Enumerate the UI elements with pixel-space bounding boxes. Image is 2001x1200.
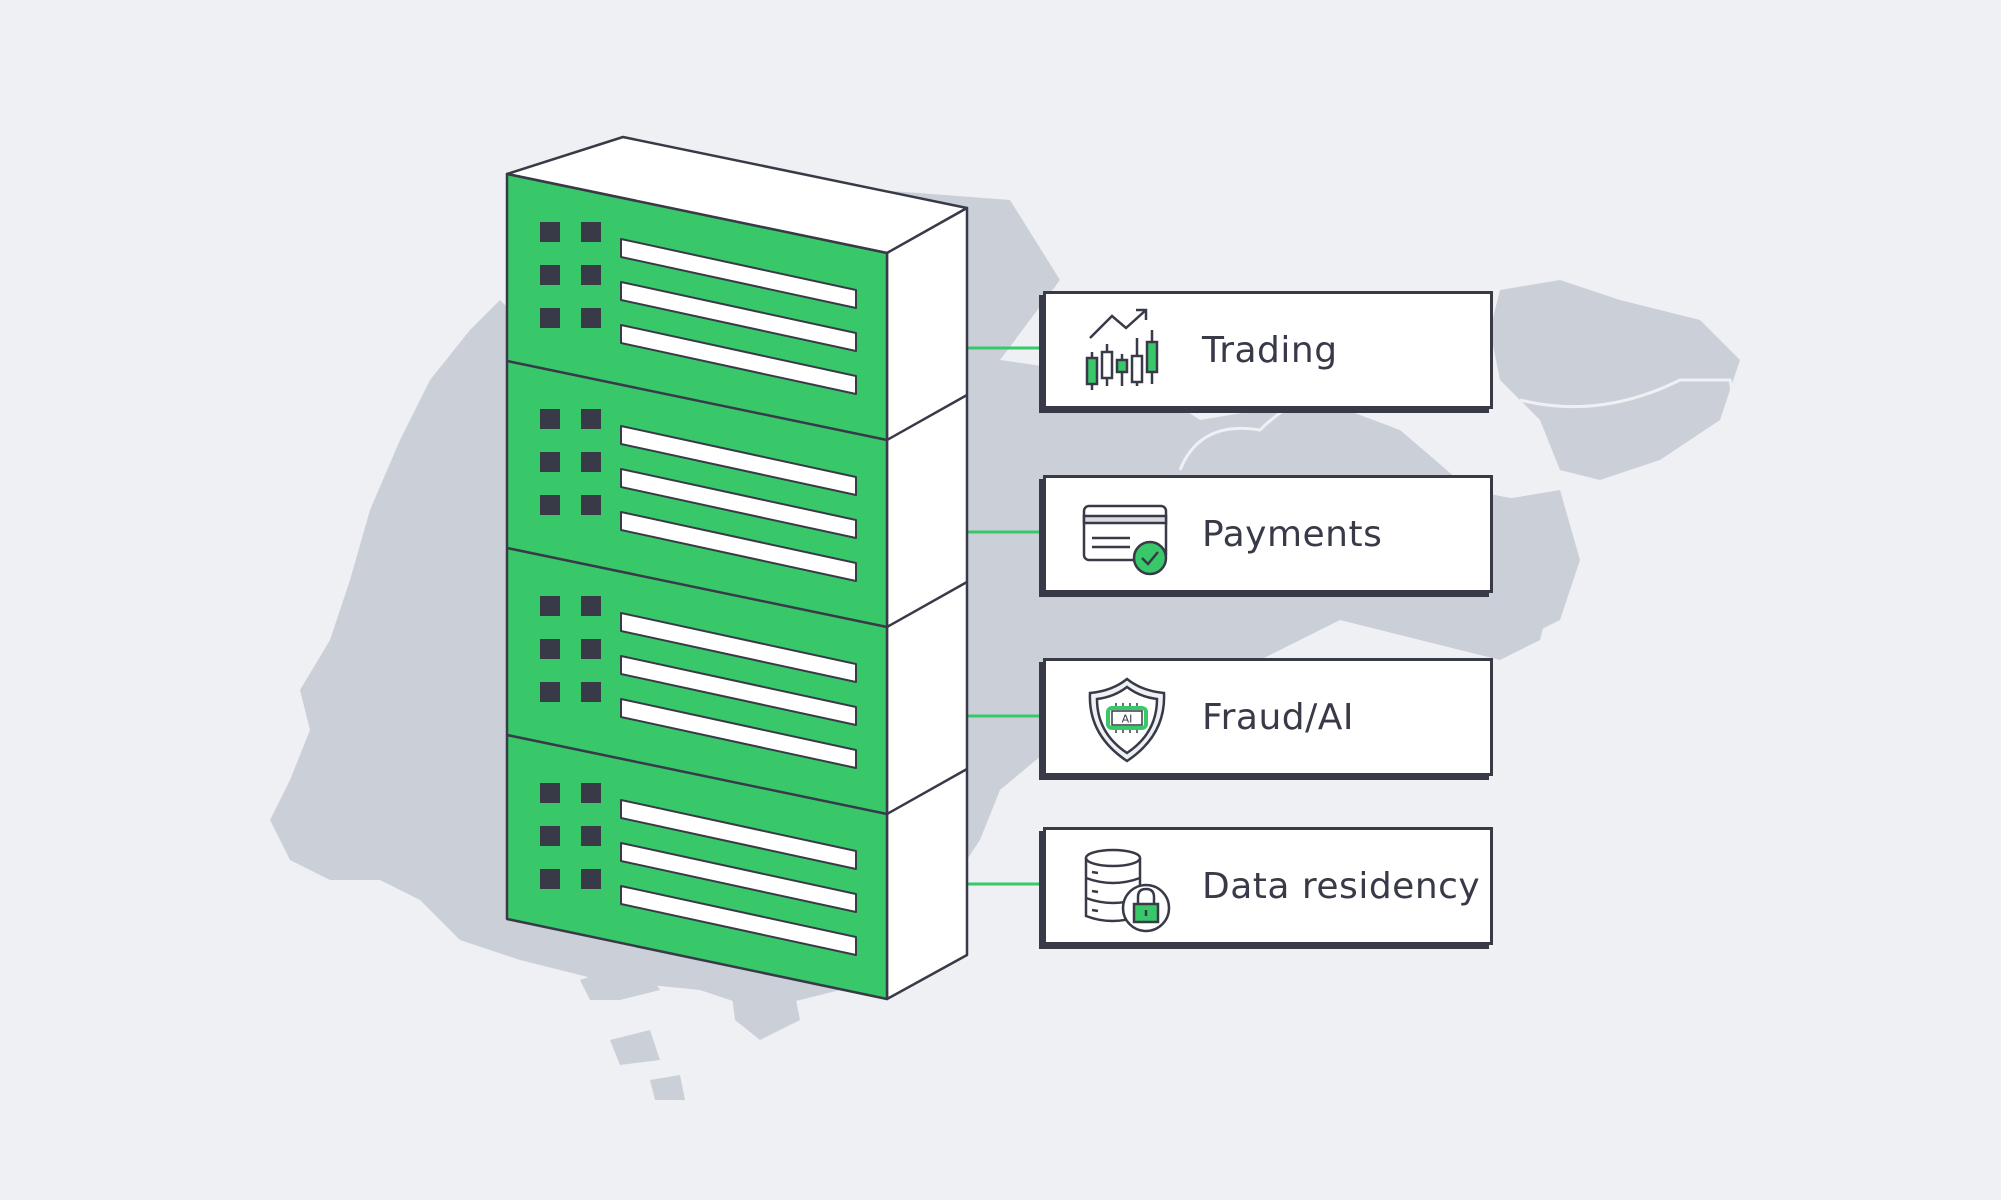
- status-light: [581, 869, 601, 889]
- status-light: [540, 452, 560, 472]
- status-light: [540, 783, 560, 803]
- status-light: [540, 495, 560, 515]
- server-unit: [540, 222, 857, 395]
- unit-divider-side: [886, 393, 968, 442]
- drive-bay: [620, 842, 857, 913]
- status-light: [581, 639, 601, 659]
- status-light: [540, 596, 560, 616]
- server-unit: [506, 546, 968, 769]
- status-light: [581, 826, 601, 846]
- unit-divider: [506, 546, 888, 629]
- status-light: [540, 265, 560, 285]
- drive-bay: [620, 238, 857, 309]
- status-light: [581, 222, 601, 242]
- status-light: [581, 783, 601, 803]
- database-lock-icon: [1084, 848, 1171, 933]
- status-light: [540, 409, 560, 429]
- drive-bay: [620, 511, 857, 582]
- service-card-trading: Trading: [1043, 291, 1493, 409]
- status-light: [540, 682, 560, 702]
- service-label: Fraud/AI: [1202, 696, 1354, 738]
- drive-bay: [620, 468, 857, 539]
- status-light: [540, 222, 560, 242]
- drive-bay: [620, 799, 857, 870]
- status-light: [540, 639, 560, 659]
- drive-bay: [620, 655, 857, 726]
- unit-divider-side: [886, 580, 968, 629]
- unit-divider: [506, 733, 888, 816]
- drive-bay: [620, 281, 857, 352]
- status-light: [581, 409, 601, 429]
- status-light: [581, 265, 601, 285]
- credit-card-check-icon: [1082, 504, 1168, 576]
- status-light: [540, 869, 560, 889]
- service-card-fraud-ai: AI Fraud/AI: [1043, 658, 1493, 776]
- server-rack: [505, 135, 969, 1001]
- status-light: [581, 682, 601, 702]
- ai-shield-icon: AI: [1088, 677, 1166, 763]
- drive-bay: [620, 425, 857, 496]
- service-label: Trading: [1202, 329, 1338, 371]
- drive-bay: [620, 698, 857, 769]
- drive-bay: [620, 885, 857, 956]
- drive-bay: [620, 612, 857, 683]
- status-light: [540, 308, 560, 328]
- candlestick-chart-icon: [1085, 308, 1159, 390]
- unit-divider-side: [886, 767, 968, 816]
- map-background: [270, 190, 1740, 1100]
- ai-chip-label: AI: [1122, 713, 1133, 726]
- status-light: [540, 826, 560, 846]
- server-unit: [506, 733, 968, 956]
- drive-bay: [620, 324, 857, 395]
- server-unit: [506, 359, 968, 582]
- status-light: [581, 452, 601, 472]
- status-light: [581, 495, 601, 515]
- service-label: Payments: [1202, 513, 1383, 555]
- service-label: Data residency: [1202, 865, 1481, 907]
- service-card-data-residency: Data residency: [1043, 827, 1493, 945]
- status-light: [581, 308, 601, 328]
- service-card-payments: Payments: [1043, 475, 1493, 593]
- unit-divider: [506, 359, 888, 442]
- status-light: [581, 596, 601, 616]
